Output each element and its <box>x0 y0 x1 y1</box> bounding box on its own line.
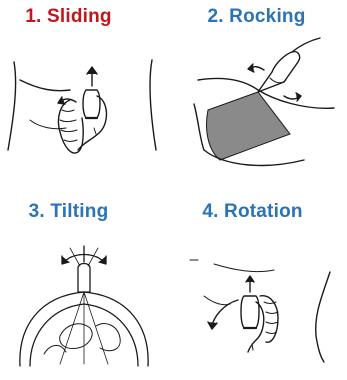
rib-line <box>30 120 66 129</box>
rotation-arrow-top-head <box>246 276 254 282</box>
tilt-axis-right <box>84 292 108 364</box>
tilt-arrow-left-head <box>62 256 69 264</box>
panel-rotation: 4. Rotation <box>174 196 347 380</box>
sliding-illustration <box>0 0 173 184</box>
tilt-axis-left <box>60 292 84 364</box>
finger-4 <box>266 332 276 334</box>
internal-organ-3 <box>44 345 66 354</box>
finger-4 <box>64 140 77 142</box>
arm-outline <box>194 104 204 150</box>
beam-sector <box>207 92 291 160</box>
tilting-illustration <box>0 196 173 368</box>
panel-sliding: 1. Sliding <box>0 0 173 184</box>
torso-right-outline <box>316 272 330 362</box>
chest-line <box>20 80 70 91</box>
label-mark <box>252 344 253 350</box>
internal-organ-2 <box>96 324 120 351</box>
finger-2 <box>60 120 76 122</box>
finger-3 <box>61 130 77 132</box>
rock-arrow-left-head <box>248 64 254 72</box>
rotation-illustration <box>174 196 347 368</box>
label-mark <box>94 128 96 134</box>
probe-body <box>258 52 300 92</box>
torso-right-outline <box>150 60 156 150</box>
probe-cable <box>292 38 320 52</box>
probe-grip <box>270 78 286 83</box>
rock-arrow-right-head <box>296 93 301 101</box>
panel-rocking: 2. Rocking <box>174 0 347 184</box>
panel-tilting: 3. Tilting <box>0 196 173 380</box>
chest-line-2 <box>214 264 274 272</box>
internal-organ-1 <box>60 324 92 349</box>
rotation-arc <box>212 300 238 326</box>
finger-1 <box>62 110 74 112</box>
finger-2 <box>266 312 278 314</box>
torso-left-outline <box>8 62 16 150</box>
rocking-illustration <box>174 0 347 184</box>
probe-body <box>83 90 100 118</box>
motion-arrow-head <box>58 97 65 104</box>
finger-3 <box>266 322 278 324</box>
rotation-arc-head <box>208 322 217 329</box>
probe-body <box>241 296 259 328</box>
slide-arrow-head <box>87 67 97 74</box>
probe-body <box>78 264 90 293</box>
hand-outline <box>58 100 83 153</box>
rib-line <box>204 296 230 305</box>
tilt-arrow-right-head <box>99 256 106 264</box>
